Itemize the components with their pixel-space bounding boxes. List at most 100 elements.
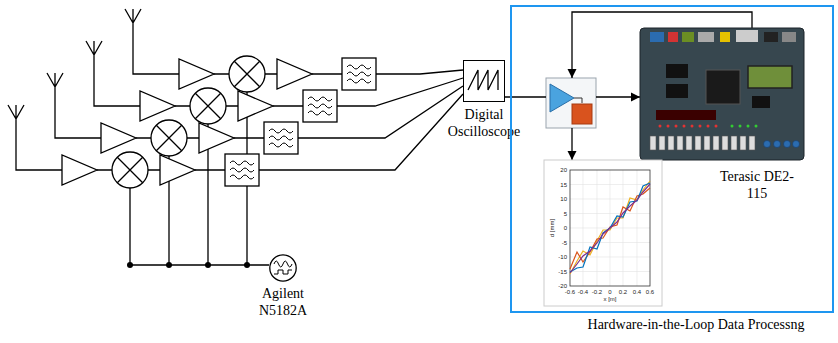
fpga-board-image	[667, 125, 670, 128]
fpga-board-image	[764, 32, 778, 42]
result-plot	[570, 183, 650, 272]
node-label: Agilent N5182A	[247, 286, 319, 320]
tick-label: 20	[560, 167, 567, 173]
fpga-board-image	[736, 30, 758, 42]
fpga-board-image	[720, 32, 730, 42]
result-plot	[570, 184, 650, 273]
junction-dot	[205, 262, 211, 268]
receiver-chain	[303, 90, 337, 122]
tick-label: -0.4	[578, 289, 588, 295]
signal-wire	[376, 70, 463, 74]
fpga-board-image	[698, 32, 714, 42]
fpga-board-image	[784, 141, 791, 148]
tick-label: 0.2	[619, 289, 627, 295]
fpga-board-image	[666, 64, 688, 78]
result-plot	[570, 170, 650, 286]
receiver-chain	[234, 61, 259, 86]
junction-dot	[127, 262, 133, 268]
result-plot	[544, 160, 662, 306]
result-plot	[570, 181, 650, 274]
junction-dot	[244, 262, 250, 268]
receiver-chain	[47, 73, 101, 138]
tick-label: 0.4	[633, 289, 641, 295]
receiver-chain	[156, 125, 181, 150]
receiver-chain	[195, 93, 220, 118]
processing-block	[550, 84, 574, 112]
tick-label: 5	[564, 211, 567, 217]
fpga-board-image	[704, 136, 710, 150]
tick-label: 0	[564, 225, 567, 231]
fpga-board-image	[668, 32, 678, 42]
fpga-board-image	[793, 141, 800, 148]
generator-symbol	[274, 261, 292, 274]
receiver-chain	[238, 91, 273, 121]
receiver-chain	[8, 105, 259, 188]
fpga-board-image	[731, 136, 737, 150]
fpga-board-image	[699, 125, 702, 128]
tick-label: -0.6	[565, 289, 575, 295]
receiver-chain	[151, 120, 187, 156]
axis-label: x [m]	[604, 296, 617, 302]
result-plot	[570, 170, 650, 286]
fpga-board: Terasic DE2-115	[636, 18, 808, 163]
receiver-chain	[342, 58, 376, 90]
fpga-board-image	[682, 32, 694, 42]
fpga-board-image	[659, 125, 718, 128]
receiver-chain	[199, 123, 234, 153]
receiver-chain	[125, 9, 376, 92]
receiver-chain	[8, 105, 62, 170]
receiver-chain	[229, 56, 265, 92]
receiver-chain	[62, 155, 97, 185]
fpga-board-image	[640, 28, 804, 160]
fpga-board-image	[650, 136, 755, 150]
tick-label: -10	[558, 254, 567, 260]
fpga-board-image	[764, 141, 771, 148]
fpga-board-image	[713, 136, 719, 150]
receiver-chain	[308, 97, 332, 115]
receiver-chain	[190, 88, 226, 124]
processing-block	[546, 78, 596, 128]
receiver-chain	[269, 129, 293, 147]
receiver-chain	[179, 59, 214, 89]
fpga-board-image	[748, 66, 792, 88]
fpga-board-image	[707, 125, 710, 128]
receiver-chain	[86, 41, 140, 106]
fpga-board-image	[666, 84, 688, 98]
fpga-board-image	[740, 136, 746, 150]
signal-generator: Agilent N5182A	[269, 254, 297, 282]
fpga-board-image	[650, 32, 664, 42]
fpga-board-image	[656, 110, 716, 120]
fpga-board-image	[739, 125, 742, 128]
receiver-chain	[47, 73, 298, 156]
node-label: Digital Oscilloscope	[439, 107, 529, 141]
result-plot	[544, 160, 662, 306]
receiver-chain	[230, 161, 254, 179]
receiver-chain	[117, 157, 142, 182]
fpga-board-image	[749, 136, 755, 150]
fpga-board-image	[706, 70, 740, 104]
tick-label: -5	[562, 240, 567, 246]
fpga-board-image	[731, 125, 734, 128]
fpga-board-image	[686, 136, 692, 150]
receiver-chain	[140, 91, 175, 121]
fpga-board-image	[668, 136, 674, 150]
sawtooth-symbol	[468, 70, 498, 90]
fpga-board-image	[715, 125, 718, 128]
axis-label: d [mm]	[549, 219, 555, 237]
junction-dot	[127, 262, 250, 268]
signal-wire	[596, 96, 640, 97]
fpga-board-image	[774, 141, 781, 148]
fpga-board-image	[659, 136, 665, 150]
tick-label: 10	[560, 196, 567, 202]
fpga-board-image	[747, 125, 750, 128]
hil-region: Hardware-in-the-Loop Data ProcessngTeras…	[510, 5, 834, 313]
receiver-chain	[347, 65, 371, 83]
result-plot	[570, 181, 650, 274]
tick-label: -0.2	[592, 289, 602, 295]
receiver-chain	[86, 41, 337, 124]
receiver-chain	[112, 152, 148, 188]
generator-outline	[270, 255, 296, 281]
signal-wire	[259, 70, 463, 170]
receiver-chain	[160, 155, 195, 185]
